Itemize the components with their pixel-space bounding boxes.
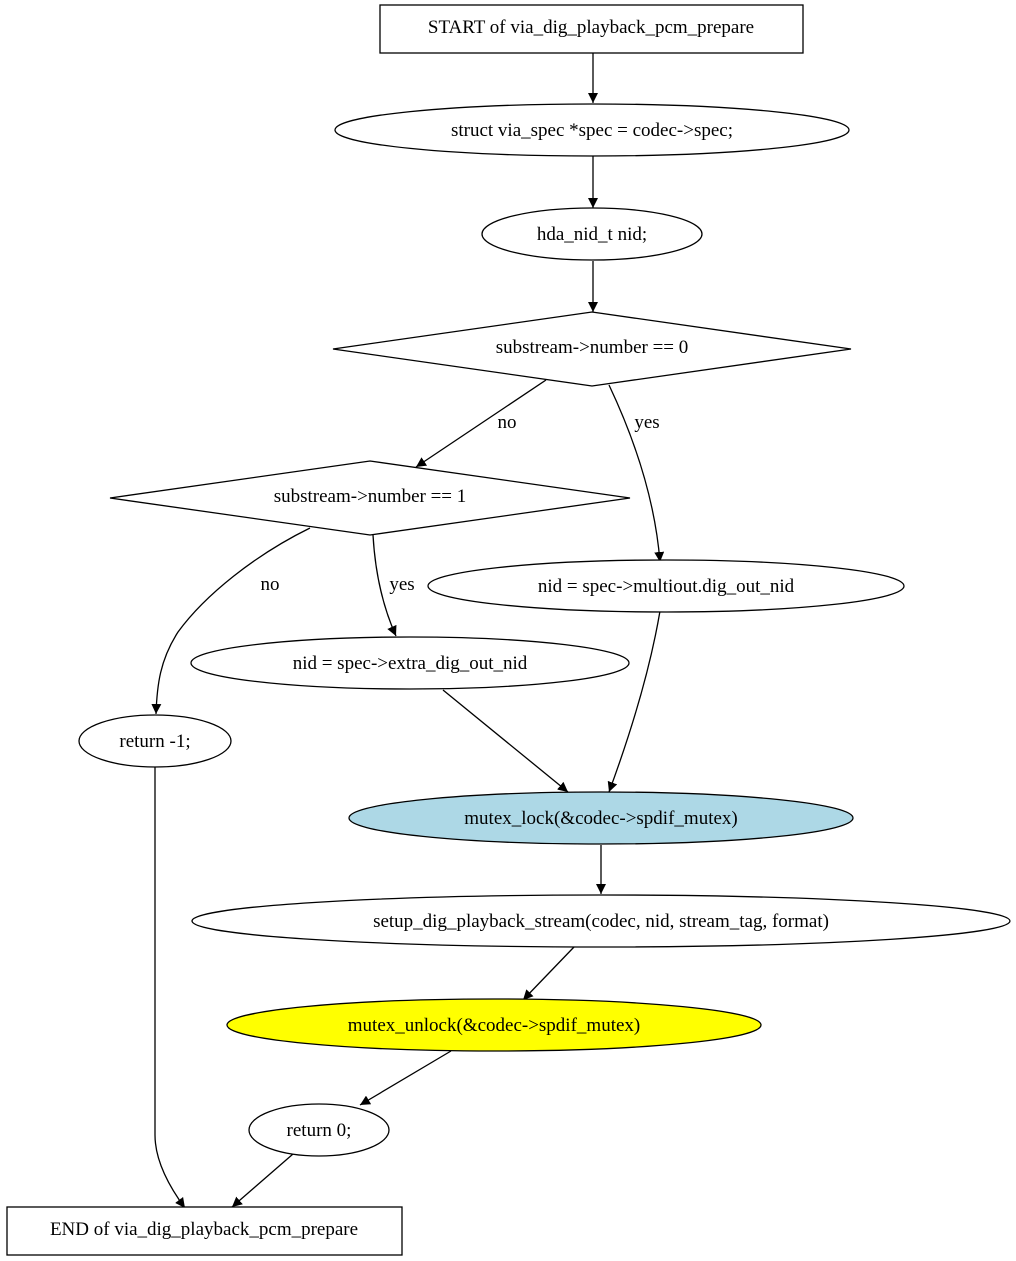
cond0-diamond <box>332 311 852 387</box>
setup-ellipse <box>191 894 1011 948</box>
node-assign-extra: nid = spec->extra_dig_out_nid <box>190 636 630 690</box>
nid-decl-ellipse <box>481 207 703 261</box>
node-nid-decl: hda_nid_t nid; <box>481 207 703 261</box>
node-setup: setup_dig_playback_stream(codec, nid, st… <box>191 894 1011 948</box>
edge-return-zero-to-end <box>231 1153 294 1208</box>
edge-setup-to-mutex-unlock <box>522 946 575 1001</box>
edge-label-cond0-no: no <box>498 412 517 433</box>
assign-extra-label: nid = spec->extra_dig_out_nid <box>293 653 528 674</box>
edge-cond0-no-to-cond1 <box>415 379 547 468</box>
edge-mutex-unlock-to-return-zero <box>359 1050 452 1106</box>
end-box <box>6 1206 403 1256</box>
node-cond1: substream->number == 1 <box>109 460 631 536</box>
node-assign-multiout: nid = spec->multiout.dig_out_nid <box>427 559 905 613</box>
node-cond0: substream->number == 0 <box>332 311 852 387</box>
start-box <box>379 4 804 54</box>
edge-label-cond1-no: no <box>261 574 280 595</box>
spec-decl-ellipse <box>334 103 850 157</box>
node-return-zero: return 0; <box>248 1103 390 1157</box>
edge-label-cond1-yes: yes <box>389 574 414 595</box>
edge-labels: no yes no yes <box>261 412 660 595</box>
cond0-label: substream->number == 0 <box>496 337 689 358</box>
cond1-label: substream->number == 1 <box>274 486 467 507</box>
start-label: START of via_dig_playback_pcm_prepare <box>428 17 754 38</box>
return-zero-ellipse <box>248 1103 390 1157</box>
mutex-lock-ellipse <box>348 791 854 845</box>
return-neg-ellipse <box>78 714 232 768</box>
node-mutex-lock: mutex_lock(&codec->spdif_mutex) <box>348 791 854 845</box>
node-end: END of via_dig_playback_pcm_prepare <box>6 1206 403 1256</box>
return-zero-label: return 0; <box>287 1120 352 1141</box>
spec-decl-label: struct via_spec *spec = codec->spec; <box>451 120 733 141</box>
edges <box>151 53 665 1209</box>
end-label: END of via_dig_playback_pcm_prepare <box>50 1219 358 1240</box>
mutex-lock-label: mutex_lock(&codec->spdif_mutex) <box>464 808 737 829</box>
edge-return-neg-to-end <box>154 767 186 1209</box>
nid-decl-label: hda_nid_t nid; <box>537 224 647 245</box>
node-start: START of via_dig_playback_pcm_prepare <box>379 4 804 54</box>
assign-multiout-label: nid = spec->multiout.dig_out_nid <box>538 576 795 597</box>
node-mutex-unlock: mutex_unlock(&codec->spdif_mutex) <box>226 998 762 1052</box>
mutex-unlock-label: mutex_unlock(&codec->spdif_mutex) <box>348 1015 640 1036</box>
return-neg-label: return -1; <box>119 731 190 752</box>
edge-assign-extra-to-mutex-lock <box>442 689 569 793</box>
edge-cond1-yes-to-assign-extra <box>372 534 397 637</box>
edge-cond0-yes-to-assign-multiout <box>608 384 665 563</box>
cond1-diamond <box>109 460 631 536</box>
assign-extra-ellipse <box>190 636 630 690</box>
node-spec-decl: struct via_spec *spec = codec->spec; <box>334 103 850 157</box>
mutex-unlock-ellipse <box>226 998 762 1052</box>
node-return-neg: return -1; <box>78 714 232 768</box>
setup-label: setup_dig_playback_stream(codec, nid, st… <box>373 911 829 932</box>
edge-cond1-no-to-return-neg <box>151 527 311 715</box>
edge-assign-multiout-to-mutex-lock <box>607 610 661 793</box>
assign-multiout-ellipse <box>427 559 905 613</box>
edge-label-cond0-yes: yes <box>634 412 659 433</box>
